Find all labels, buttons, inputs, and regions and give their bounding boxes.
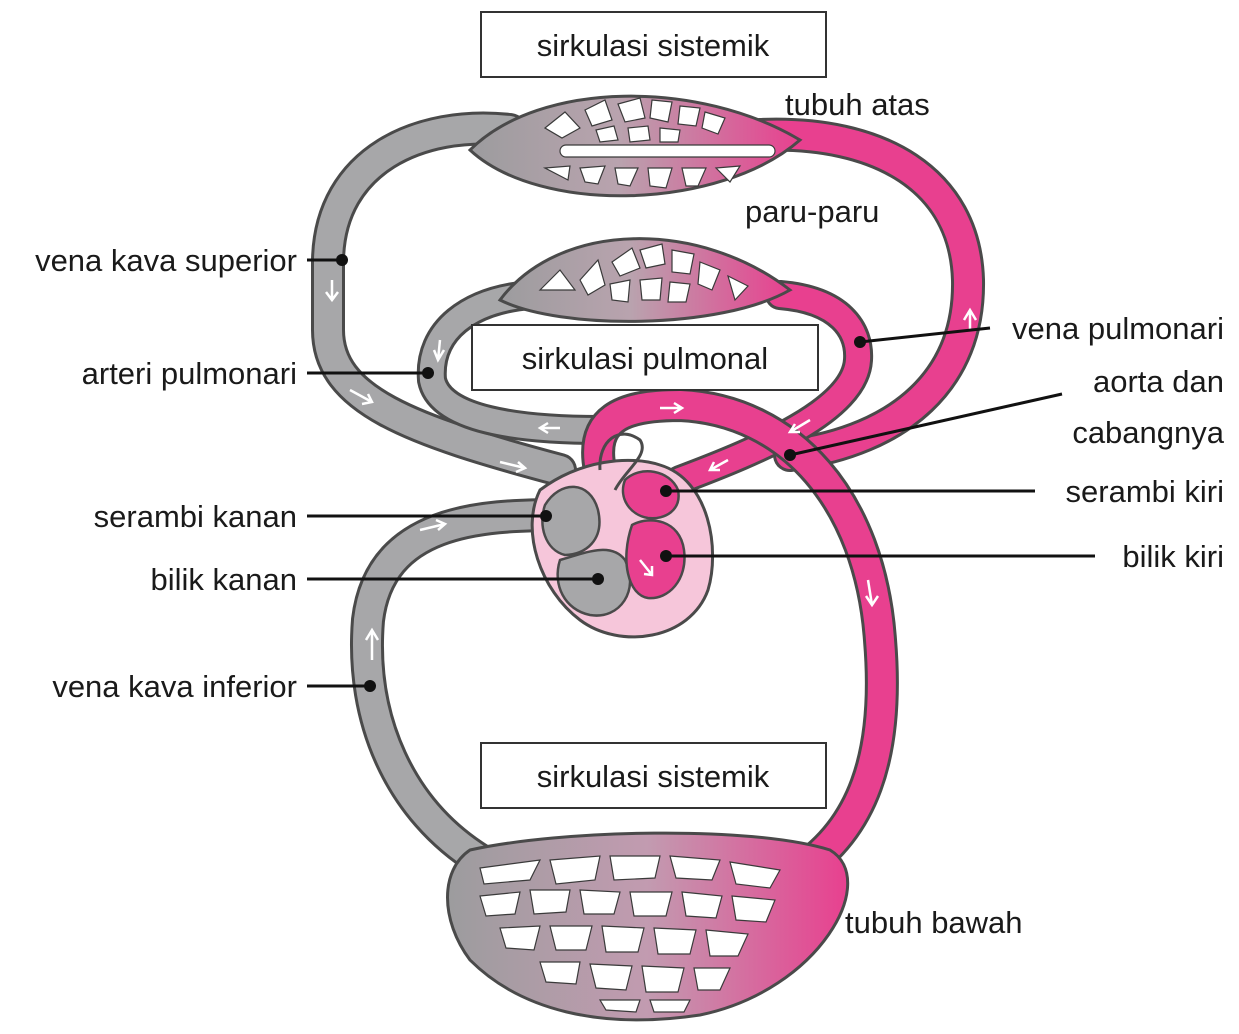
systemic-circulation-bottom-box: sirkulasi sistemik bbox=[481, 743, 826, 808]
pulmonary-vein-callout: vena pulmonari bbox=[854, 311, 1224, 348]
left-ventricle-label: bilik kiri bbox=[1122, 539, 1224, 574]
systemic-bottom-text: sirkulasi sistemik bbox=[537, 759, 770, 794]
pulmonary-artery-label: arteri pulmonari bbox=[82, 356, 297, 391]
systemic-top-text: sirkulasi sistemik bbox=[537, 28, 770, 63]
pulmonary-vein-label: vena pulmonari bbox=[1012, 311, 1224, 346]
lower-body-capillaries bbox=[448, 833, 848, 1020]
lung-capillaries bbox=[500, 239, 790, 322]
lungs-label: paru-paru bbox=[745, 194, 879, 229]
left-ventricle-chamber bbox=[626, 520, 684, 598]
systemic-circulation-top-box: sirkulasi sistemik bbox=[481, 12, 826, 77]
lower-body-label: tubuh bawah bbox=[845, 905, 1023, 940]
superior-vena-cava-callout: vena kava superior bbox=[35, 243, 348, 278]
left-atrium-label: serambi kiri bbox=[1066, 474, 1224, 509]
aorta-label-line2: cabangnya bbox=[1072, 415, 1224, 450]
right-atrium-label: serambi kanan bbox=[94, 499, 297, 534]
pulmonary-circulation-box: sirkulasi pulmonal bbox=[472, 325, 818, 390]
left-ventricle-callout: bilik kiri bbox=[660, 539, 1224, 574]
inferior-vena-cava-label: vena kava inferior bbox=[52, 669, 297, 704]
left-atrium-callout: serambi kiri bbox=[660, 474, 1224, 509]
inferior-vena-cava-callout: vena kava inferior bbox=[52, 669, 376, 704]
right-atrium-chamber bbox=[542, 487, 599, 555]
upper-body-label: tubuh atas bbox=[785, 87, 930, 122]
pulmonary-text: sirkulasi pulmonal bbox=[522, 341, 768, 376]
aorta-label-line1: aorta dan bbox=[1093, 364, 1224, 399]
superior-vena-cava-label: vena kava superior bbox=[35, 243, 297, 278]
upper-body-capillaries bbox=[470, 96, 800, 196]
right-ventricle-label: bilik kanan bbox=[151, 562, 297, 597]
pulmonary-artery-callout: arteri pulmonari bbox=[82, 356, 434, 391]
